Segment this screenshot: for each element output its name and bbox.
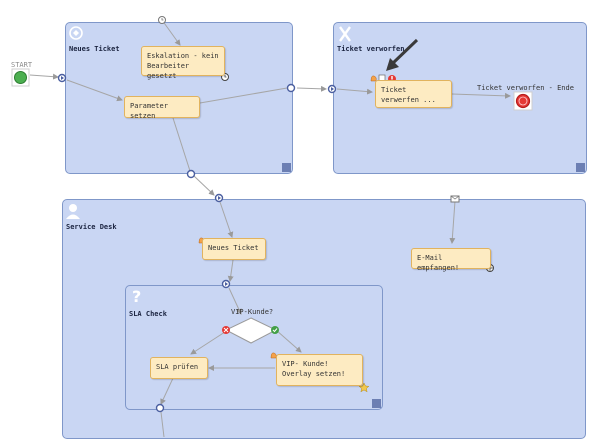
svg-text:?: ? xyxy=(132,287,141,306)
envelope-icon xyxy=(450,195,460,203)
connector-node xyxy=(286,83,296,93)
lane-title: Ticket verworfen xyxy=(337,45,405,53)
task-neues-ticket[interactable]: Neues Ticket xyxy=(202,238,266,260)
lane-title: Service Desk xyxy=(66,223,117,231)
end-label: Ticket verworfen - Ende xyxy=(477,84,574,92)
task-email-empfangen[interactable]: E-Mail empfangen! xyxy=(411,248,491,272)
lane-title: SLA Check xyxy=(129,310,167,318)
question-icon: ? xyxy=(132,287,141,306)
resize-handle[interactable] xyxy=(576,163,585,172)
lane-title: Neues Ticket xyxy=(69,45,120,53)
task-parameter-setzen[interactable]: Parameter setzen xyxy=(124,96,200,120)
yes-branch-icon xyxy=(271,326,279,334)
resize-handle[interactable] xyxy=(372,399,381,408)
end-event[interactable] xyxy=(513,91,533,111)
connector-node xyxy=(186,169,196,179)
timer-icon xyxy=(158,16,166,24)
user-icon xyxy=(66,204,80,219)
discard-x-icon xyxy=(339,26,351,42)
no-branch-icon xyxy=(222,326,230,334)
resize-handle[interactable] xyxy=(282,163,291,172)
start-event[interactable] xyxy=(11,68,30,87)
hand-icon xyxy=(370,75,377,82)
gateway-vip-kunde[interactable] xyxy=(224,317,278,344)
connector-node xyxy=(155,403,165,413)
gateway-label: VIP-Kunde? xyxy=(231,308,274,316)
task-vip-overlay[interactable]: VIP- Kunde! Overlay setzen! xyxy=(276,354,363,386)
task-ticket-verwerfen[interactable]: Ticket verwerfen ... xyxy=(375,80,452,108)
star-icon xyxy=(358,382,370,393)
process-icon xyxy=(69,26,83,40)
pointer-arrow-icon xyxy=(386,38,419,71)
task-sla-pruefen[interactable]: SLA prüfen xyxy=(150,357,208,379)
start-label: START xyxy=(11,61,33,69)
task-eskalation[interactable]: Eskalation - kein Bearbeiter gesetzt xyxy=(141,46,225,80)
